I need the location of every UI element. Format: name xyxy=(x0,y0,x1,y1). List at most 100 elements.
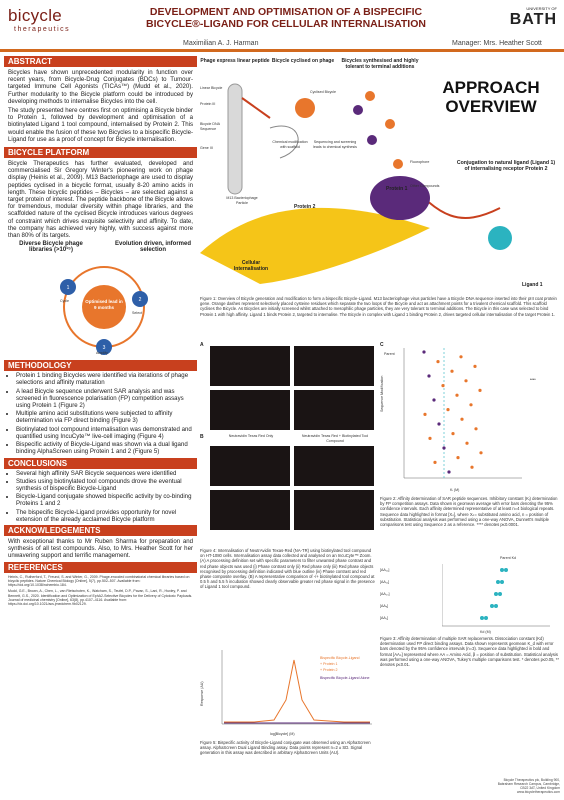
cycle-diagram: 1 2 3 xyxy=(60,266,148,356)
fig3-xlabel: Kd (M) xyxy=(480,630,491,634)
title-line-1: DEVELOPMENT AND OPTIMISATION OF A BISPEC… xyxy=(149,6,423,18)
logo-word: bicycle xyxy=(8,6,63,25)
legend-2: + Protein 1 xyxy=(320,662,338,666)
fig2-point xyxy=(451,432,455,436)
cycle-center: Optimised lead in 9 months xyxy=(85,299,123,311)
fig5-plot xyxy=(221,650,372,725)
list-item: Bispecific activity of Bicycle-Ligand wa… xyxy=(16,441,197,455)
ligand1-label: Ligand 1 xyxy=(522,282,543,288)
fig2-point xyxy=(455,393,459,397)
microscopy-image xyxy=(294,490,374,530)
diverse-label: Diverse Bicycle phage libraries (>10¹⁵) xyxy=(19,241,83,254)
fig3-parent: Parent Kd xyxy=(500,556,516,560)
panel-a-label: A xyxy=(200,342,204,348)
figure-4: A B Neutravidin Texas Red Only Neutravid… xyxy=(200,342,376,642)
fig2-caption: Figure 2: Affinity determination of SAR … xyxy=(380,496,558,528)
label-linear-bicycle: Linear Bicycle xyxy=(200,86,223,90)
microscopy-image xyxy=(210,390,290,430)
list-item: Multiple amino acid substitutions were s… xyxy=(16,410,197,424)
fig2-point xyxy=(422,350,426,354)
fig2-point xyxy=(423,412,427,416)
left-column: ABSTRACT Bicycles have shown unprecedent… xyxy=(4,56,197,609)
uni-line: UNIVERSITY OF xyxy=(526,6,557,11)
row-label: [AA₁₀] xyxy=(380,592,390,596)
fig2-point xyxy=(460,417,464,421)
svg-text:2: 2 xyxy=(139,297,142,303)
fig2-point xyxy=(465,441,469,445)
subtitle-1: Neutravidin Texas Red Only xyxy=(228,434,274,438)
evolution-label: Evolution driven, informed selection xyxy=(114,241,191,254)
acknowledgements-text: With exceptional thanks to Mr Ruben Shar… xyxy=(8,537,193,560)
fig2-point xyxy=(470,465,474,469)
svg-text:1: 1 xyxy=(67,285,70,291)
footer-line: Bicycle Therapeutics plc, Building 900, xyxy=(503,778,560,782)
fig5-xlabel: log[Bicycle] (M) xyxy=(270,732,295,736)
y-axis-label: Sequence Modification xyxy=(380,375,384,412)
protein2-label: Protein 2 xyxy=(294,204,316,210)
step2-label: Bicycle cyclised on phage xyxy=(271,58,335,64)
fig2-point xyxy=(427,374,431,378)
footer-line: www.bicycletherapeutics.com xyxy=(516,790,560,794)
protein1-label: Protein 1 xyxy=(386,186,408,192)
significance: **** xyxy=(530,378,536,382)
conjugation-label: Conjugation to natural ligand (Ligand 1)… xyxy=(456,160,556,172)
figure-2: C Parent Sequence Modification **** Kᵢ (… xyxy=(380,342,560,552)
svg-text:3: 3 xyxy=(103,345,106,351)
methodology-heading: METHODOLOGY xyxy=(4,360,197,372)
cycle-step-2: Select xyxy=(132,311,142,316)
bath-logo: UNIVERSITY OF BATH xyxy=(505,6,557,40)
legend-4: Bispecific Bicycle-Ligand Alone xyxy=(320,676,370,680)
step3-label: Bicycles synthesised and highly tolerant… xyxy=(341,58,419,70)
label-cyclised: Cyclised Bicycle xyxy=(310,90,336,94)
figure-5: Response (AU) Bispecific Bicycle-Ligand … xyxy=(200,648,376,778)
microscopy-image xyxy=(294,346,374,386)
microscopy-image xyxy=(210,346,290,386)
row-label: [AA₁₁] xyxy=(380,580,390,584)
microscopy-image xyxy=(210,446,290,486)
reference-2: Mudd, G.E., Brown, A., Chen, L., van Rie… xyxy=(8,589,193,607)
methodology-list: Protein 1 binding Bicycles were identifi… xyxy=(4,372,197,455)
row-label: [AA₁] xyxy=(380,616,389,620)
list-item: The bispecific Bicycle-Ligand provides o… xyxy=(16,509,197,523)
fig2-point xyxy=(442,446,446,450)
label-dna: Bicycle DNA Sequence xyxy=(200,122,220,131)
fig2-point xyxy=(450,369,454,373)
list-item: Biotinylated tool compound internalisati… xyxy=(16,426,197,440)
row-label: [AA₉] xyxy=(380,604,389,608)
abstract-p1: Bicycles have shown unprecedented modula… xyxy=(8,69,193,105)
list-item: Studies using biotinylated tool compound… xyxy=(16,478,197,492)
reference-1: Heinis, C., Rutherford, T., Freund, S. a… xyxy=(8,574,190,588)
fig5-ylabel: Response (AU) xyxy=(200,681,204,706)
platform-p1: Bicycle Therapeutics has further evaluat… xyxy=(8,160,193,240)
title-line-2: BICYCLE®-LIGAND FOR CELLULAR INTERNALISA… xyxy=(146,18,426,30)
fig2-point xyxy=(441,384,445,388)
fig2-point xyxy=(446,408,450,412)
cellular-label: Cellular Internalisation xyxy=(233,260,269,272)
parent-label: Parent xyxy=(384,352,395,356)
label-fluorophore: Fluorophore xyxy=(410,160,430,164)
approach-overview: Phage express linear peptide Bicycle cyc… xyxy=(200,56,560,338)
fig2-point xyxy=(459,355,463,359)
x-axis-label: Kᵢ (M) xyxy=(450,488,460,492)
label-seq: Sequencing and screening leads to chemic… xyxy=(313,140,357,149)
poster-title: DEVELOPMENT AND OPTIMISATION OF A BISPEC… xyxy=(96,6,476,30)
fig3-plot xyxy=(442,564,550,627)
label-gene3: Gene III xyxy=(200,146,213,150)
fig2-points xyxy=(422,350,483,474)
manager: Manager: Mrs. Heather Scott xyxy=(452,40,542,47)
fig2-plot xyxy=(403,348,522,479)
poster-header: bicycle therapeutics DEVELOPMENT AND OPT… xyxy=(0,0,564,52)
fig2-point xyxy=(432,398,436,402)
legend-3: + Protein 2 xyxy=(320,668,338,672)
acknowledgements-heading: ACKNOWLEDGEMENTS xyxy=(4,524,197,536)
footer-line: CB22 3AT, United Kingdom xyxy=(520,786,560,790)
figure-3: Parent Kd [AA₁₂] [AA₁₁] [AA₁₀] [AA₉] [AA… xyxy=(380,556,560,706)
cycle-step-1: Cycle xyxy=(60,299,69,304)
fig4-caption: Figure 4: Internalisation of NeutrAvidin… xyxy=(200,548,375,590)
row-label: [AA₁₂] xyxy=(380,568,390,572)
list-item: A lead Bicycle sequence underwent SAR an… xyxy=(16,388,197,410)
label-other: Other Compounds xyxy=(410,184,440,188)
bicycle-logo: bicycle therapeutics xyxy=(8,6,88,46)
fig2-point xyxy=(456,456,460,460)
fig2-point xyxy=(437,422,441,426)
